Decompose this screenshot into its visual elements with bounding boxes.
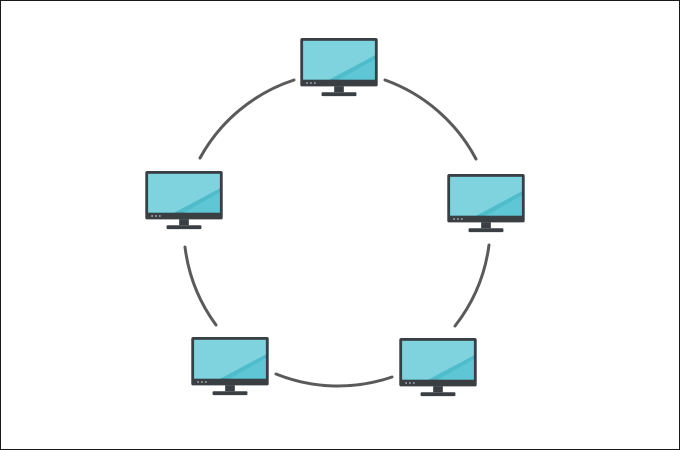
ring-link-top-right <box>383 78 478 161</box>
ring-link-bottom <box>274 372 394 388</box>
network-nodes <box>145 38 525 397</box>
ring-link-left-bottom-left <box>183 245 218 327</box>
ring-link-top-left <box>198 78 296 160</box>
computer-node-bottom-right <box>399 338 477 397</box>
ring-link-right-bottom-right <box>453 243 491 328</box>
ring-connection-lines <box>183 78 491 388</box>
computer-node-top <box>300 38 378 97</box>
computer-node-bottom-left <box>191 337 269 396</box>
computer-node-right <box>447 174 525 233</box>
computer-node-left <box>145 171 223 230</box>
